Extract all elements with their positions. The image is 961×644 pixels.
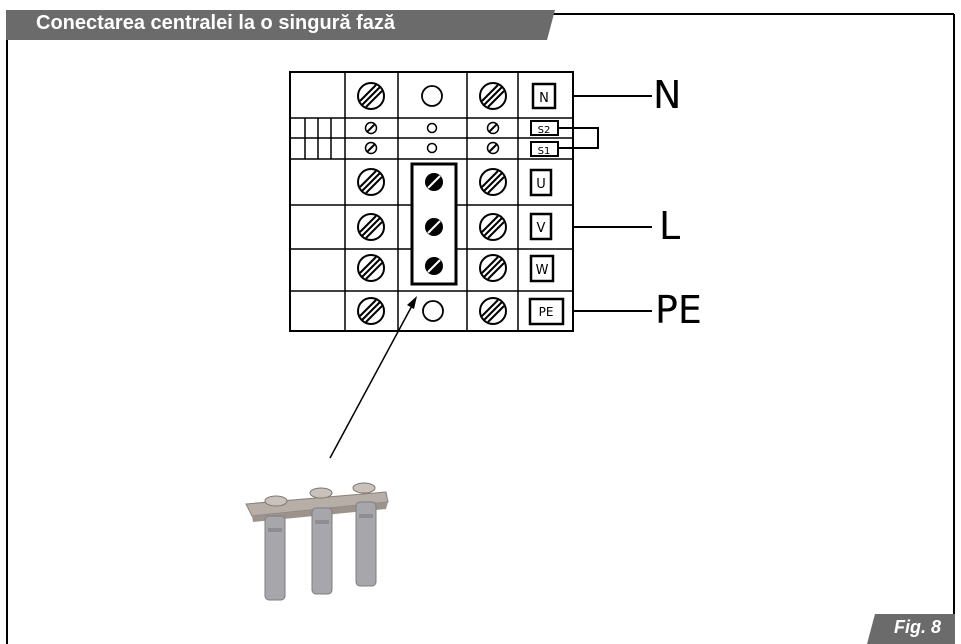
terminal-label-pe: PE xyxy=(539,305,554,319)
terminal-label-s2: S2 xyxy=(538,125,551,136)
small-screw-icon xyxy=(486,141,500,155)
screw-icon xyxy=(479,297,507,325)
frame-border xyxy=(6,13,955,644)
label-n: N xyxy=(653,73,681,117)
jumper-photo xyxy=(245,482,389,601)
jumper-screw-icon xyxy=(424,172,444,192)
screw-icon xyxy=(357,168,385,196)
s1-s2-bridge xyxy=(558,127,599,149)
jumper-screw-icon xyxy=(424,256,444,276)
terminal-grid xyxy=(290,72,573,331)
screw-icon xyxy=(357,254,385,282)
screw-icon xyxy=(357,297,385,325)
terminal-label-s1: S1 xyxy=(538,146,551,157)
small-hole-icon xyxy=(426,142,438,154)
terminal-label-box-u xyxy=(529,168,553,197)
terminal-label-n: N xyxy=(539,91,549,106)
figure-tab xyxy=(867,614,955,644)
terminal-label-box-n xyxy=(531,82,557,110)
terminal-label-u: U xyxy=(536,177,546,192)
small-screw-icon xyxy=(486,121,500,135)
label-pe: PE xyxy=(655,288,702,332)
leader-arrow-line xyxy=(329,301,415,459)
small-hole-icon xyxy=(426,122,438,134)
screw-icon xyxy=(357,82,385,110)
empty-hole-icon xyxy=(422,300,444,322)
arrowhead-icon xyxy=(407,296,417,309)
terminal-label-box-v xyxy=(529,212,553,241)
terminal-label-w: W xyxy=(536,263,549,278)
label-l: L xyxy=(659,204,680,248)
small-screw-icon xyxy=(364,121,378,135)
screw-icon xyxy=(479,213,507,241)
terminal-label-v: V xyxy=(537,221,546,236)
screw-icon xyxy=(479,254,507,282)
empty-hole-icon xyxy=(421,85,443,107)
terminal-label-box-w xyxy=(529,254,555,283)
screw-icon xyxy=(357,213,385,241)
figure-label: Fig. 8 xyxy=(893,617,941,637)
page-title: Conectarea centralei la o singură fază xyxy=(36,12,396,34)
small-screw-icon xyxy=(364,141,378,155)
title-banner xyxy=(6,10,555,40)
terminal-label-box-pe xyxy=(528,297,565,326)
figure-frame: Conectarea centralei la o singură fază F… xyxy=(6,0,955,644)
screw-icon xyxy=(479,82,507,110)
screw-icon xyxy=(479,168,507,196)
jumper-screw-icon xyxy=(424,217,444,237)
